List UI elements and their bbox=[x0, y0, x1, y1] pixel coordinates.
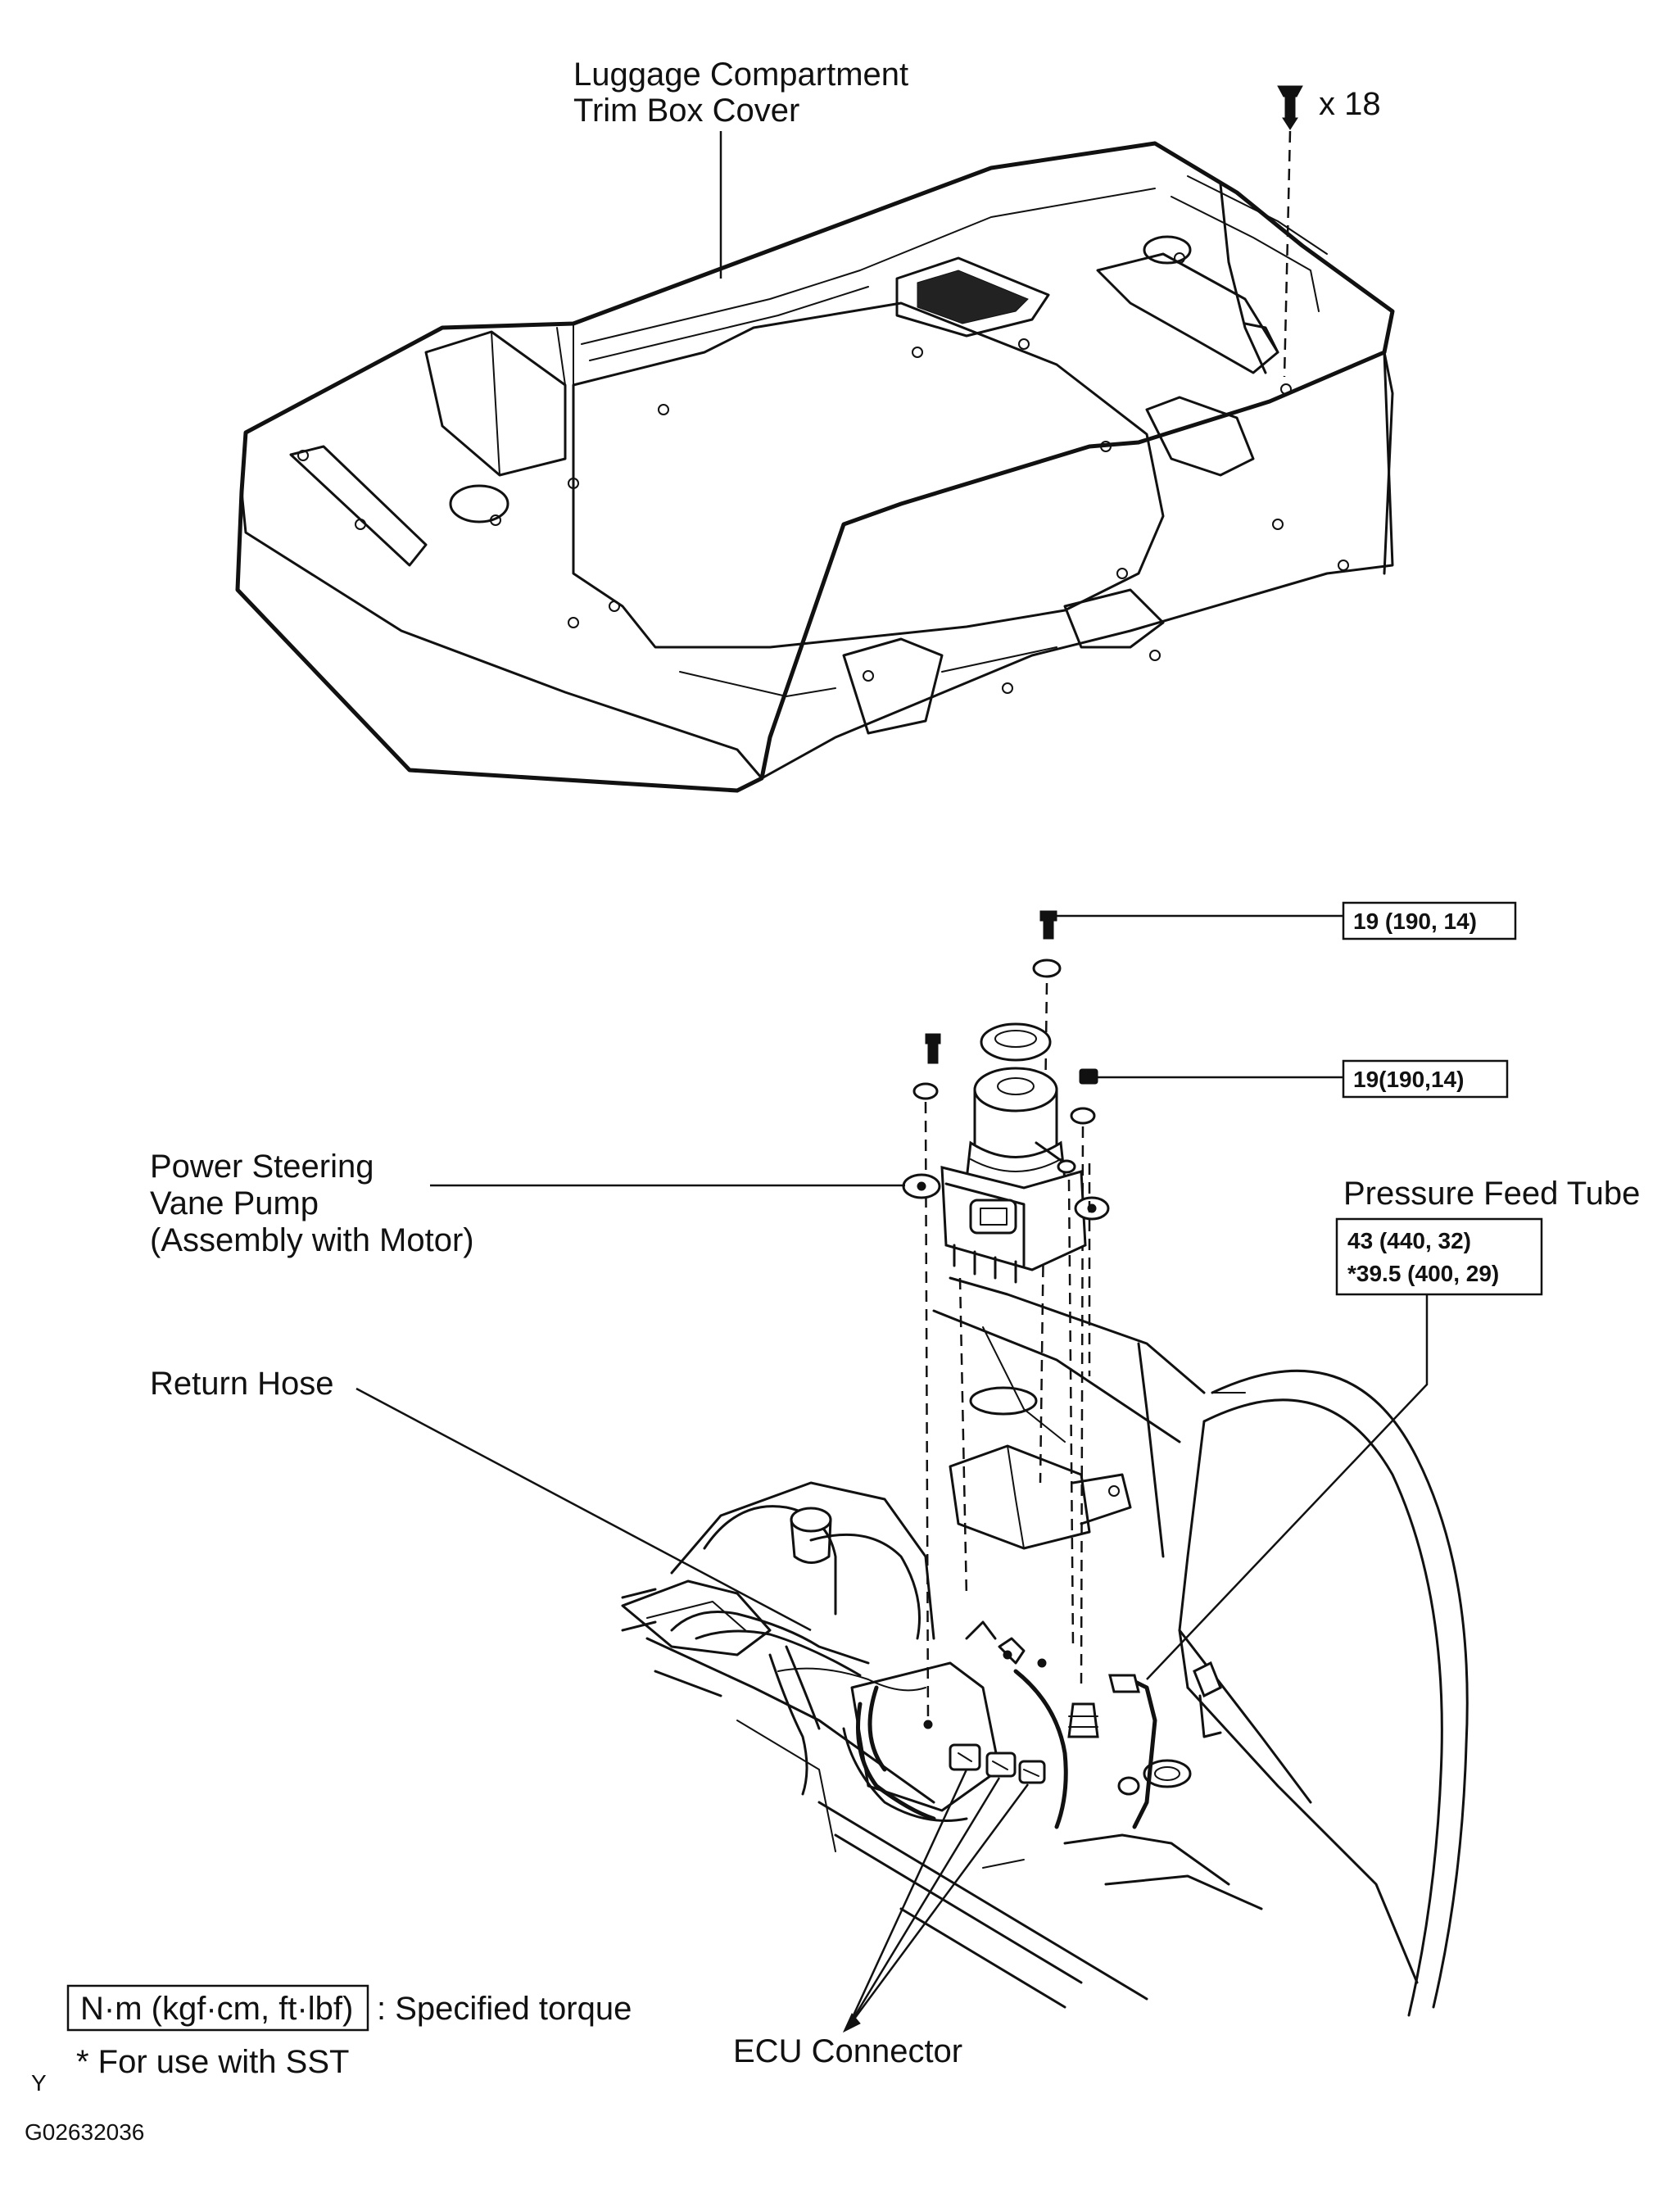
left-washer-icon bbox=[912, 1082, 939, 1100]
pft-torque-box bbox=[1335, 1217, 1543, 1296]
return-hose-leader bbox=[355, 1387, 812, 1632]
nut-torque-box bbox=[1342, 1059, 1509, 1099]
ecu-connector-leaders bbox=[842, 1769, 1030, 2033]
pump-label-line2: Vane Pump bbox=[150, 1185, 319, 1221]
ecu-connector-label: ECU Connector bbox=[733, 2033, 962, 2069]
pump-label-line3: (Assembly with Motor) bbox=[150, 1222, 474, 1258]
vehicle-body-illustration bbox=[621, 1276, 1469, 2017]
figure-code: G02632036 bbox=[25, 2119, 144, 2145]
top-bolt-torque-box bbox=[1342, 901, 1517, 940]
corner-mark: Y bbox=[31, 2070, 47, 2096]
trim-box-cover-illustration bbox=[235, 141, 1395, 793]
pft-leader bbox=[1146, 1294, 1429, 1680]
clip-quantity: x 18 bbox=[1319, 86, 1381, 122]
right-nut-icon bbox=[1079, 1068, 1343, 1085]
left-bolt-icon bbox=[925, 1033, 941, 1064]
top-washer-icon bbox=[1032, 958, 1062, 978]
push-clip-icon bbox=[1277, 85, 1303, 378]
torque-unit-text: N·m (kgf·cm, ft·lbf) bbox=[80, 1991, 353, 2027]
nut-torque: 19(190,14) bbox=[1353, 1067, 1464, 1092]
pft-torque-line1: 43 (440, 32) bbox=[1347, 1228, 1471, 1253]
sst-note: * For use with SST bbox=[76, 2044, 349, 2080]
pressure-feed-tube-label: Pressure Feed Tube bbox=[1343, 1176, 1640, 1212]
power-steering-pump-illustration bbox=[902, 1067, 1110, 1284]
top-bolt-icon bbox=[1039, 910, 1343, 940]
trim-cover-label-line2: Trim Box Cover bbox=[573, 93, 799, 129]
pump-label-line1: Power Steering bbox=[150, 1149, 374, 1185]
torque-unit-description: : Specified torque bbox=[377, 1991, 632, 2027]
torque-unit-box bbox=[66, 1984, 369, 2032]
trim-cover-label-line1: Luggage Compartment bbox=[573, 57, 908, 93]
pft-torque-line2: *39.5 (400, 29) bbox=[1347, 1261, 1499, 1286]
top-bolt-torque: 19 (190, 14) bbox=[1353, 909, 1477, 934]
right-washer-icon bbox=[1070, 1107, 1096, 1125]
return-hose-label: Return Hose bbox=[150, 1366, 334, 1402]
reservoir-cap-icon bbox=[980, 1022, 1052, 1062]
